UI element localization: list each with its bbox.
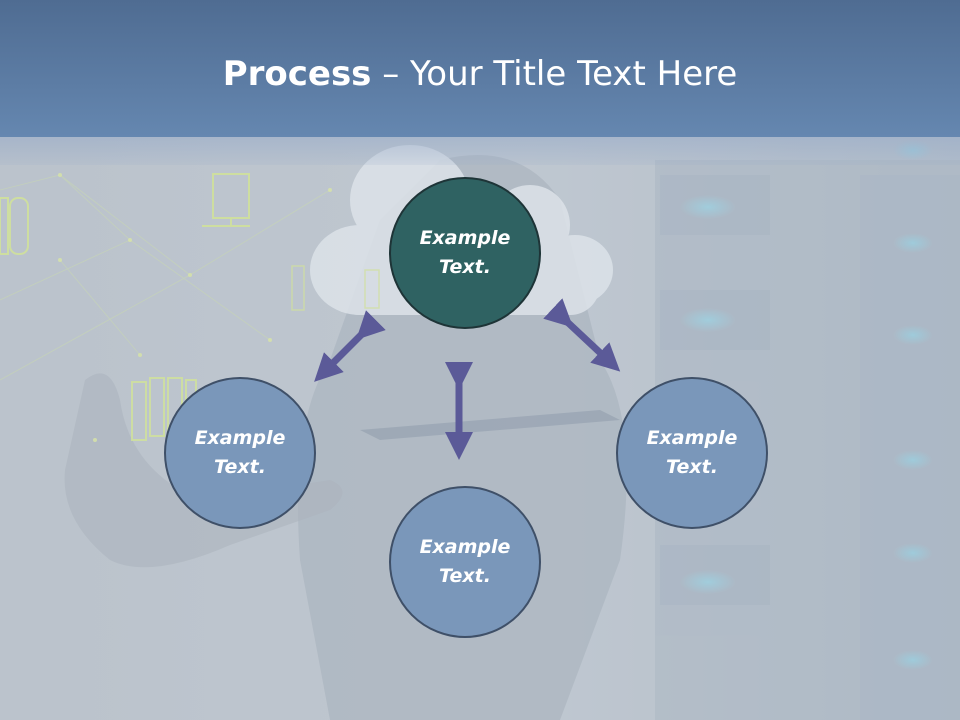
slide-title: Process – Your Title Text Here bbox=[0, 52, 960, 96]
database-icon bbox=[0, 197, 29, 255]
arrow-top-right bbox=[543, 298, 621, 372]
node-bottom-label: Example Text. bbox=[419, 536, 511, 587]
node-center-label: Example Text. bbox=[419, 227, 511, 278]
title-rest: – Your Title Text Here bbox=[371, 54, 738, 94]
title-bar: Process – Your Title Text Here bbox=[0, 0, 960, 165]
arrow-top-left bbox=[314, 310, 386, 382]
monitor-icon bbox=[202, 173, 250, 227]
process-node-right[interactable]: Example Text. bbox=[616, 377, 768, 529]
process-node-bottom[interactable]: Example Text. bbox=[389, 486, 541, 638]
process-node-center[interactable]: Example Text. bbox=[389, 177, 541, 329]
node-left-label: Example Text. bbox=[194, 427, 286, 478]
node-right-label: Example Text. bbox=[646, 427, 738, 478]
title-bold: Process bbox=[222, 54, 372, 94]
process-node-left[interactable]: Example Text. bbox=[164, 377, 316, 529]
server-rack bbox=[655, 140, 960, 720]
